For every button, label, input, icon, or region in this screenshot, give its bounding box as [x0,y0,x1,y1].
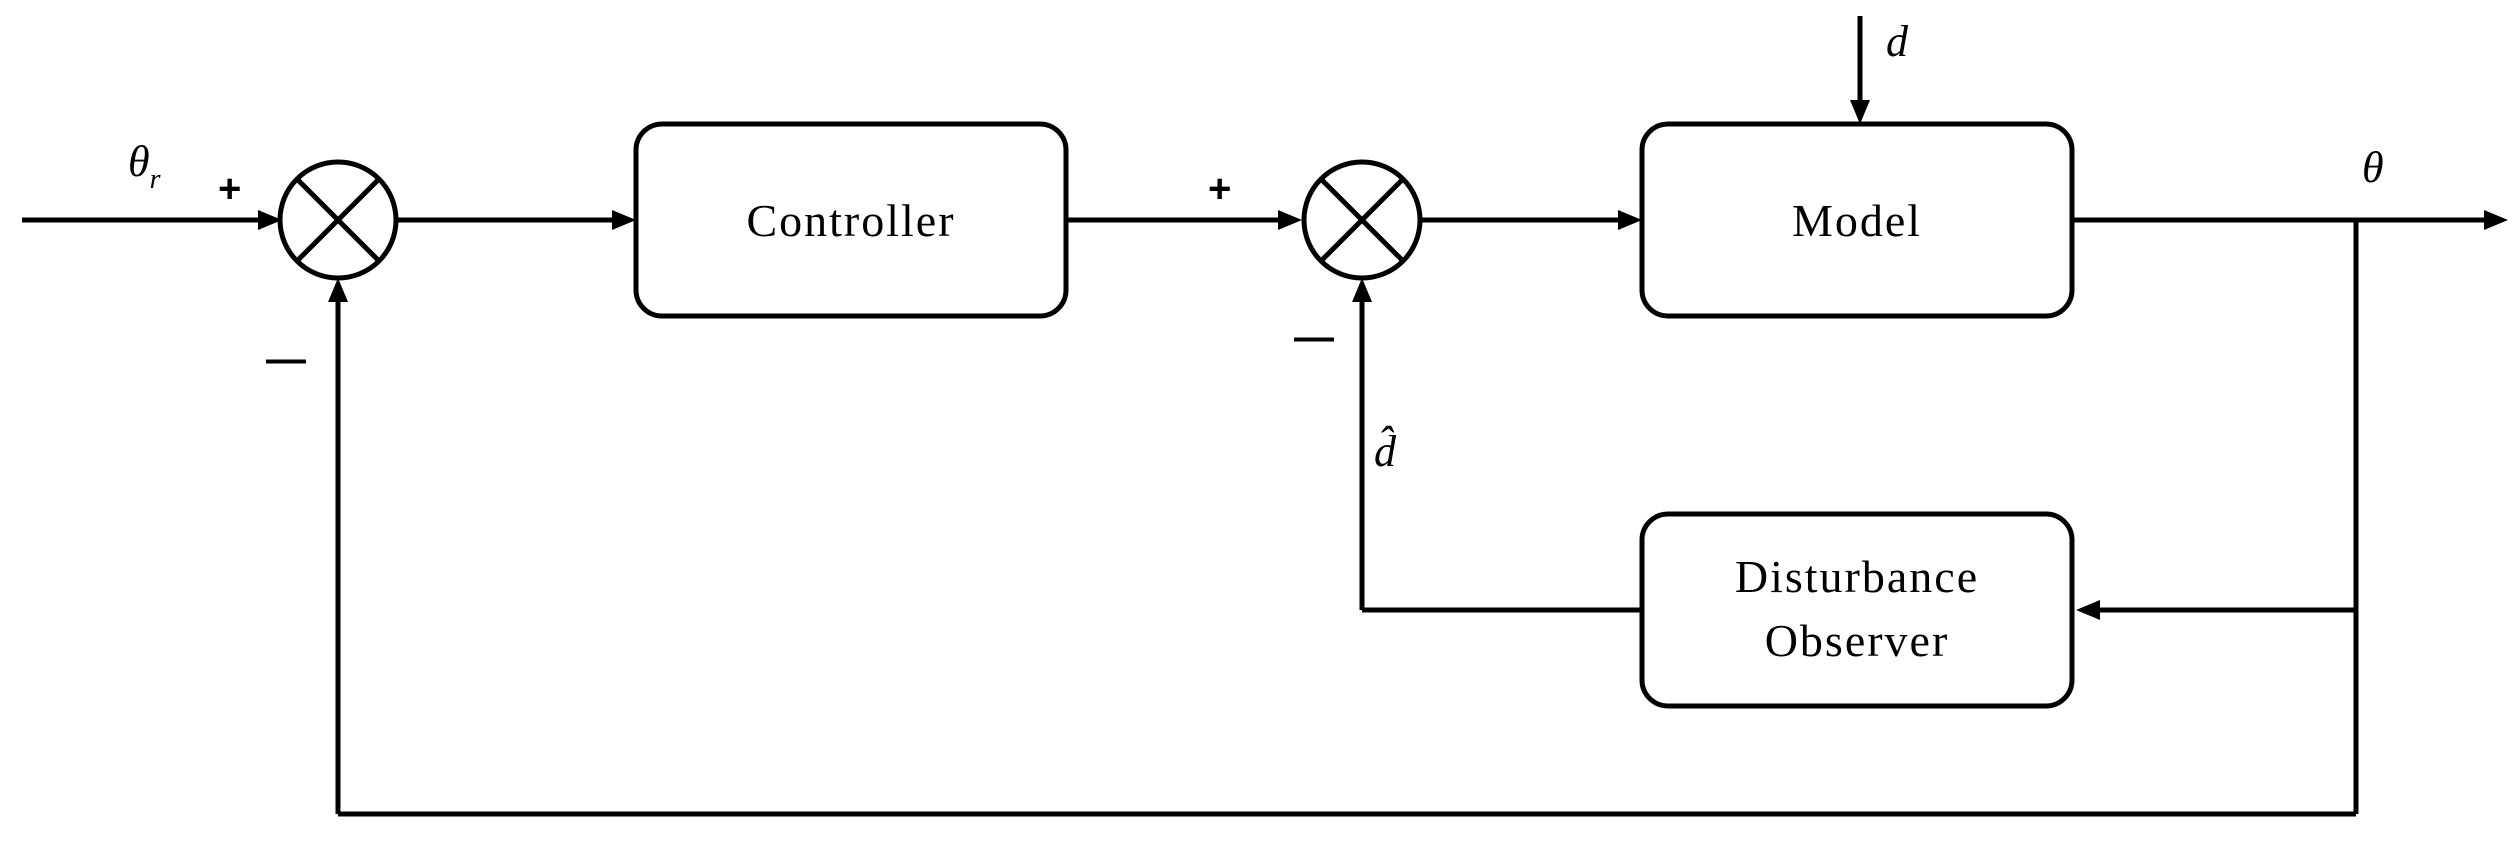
disturbance-signal-label: d [1886,17,1909,66]
output-signal-label: θ [2362,143,2384,192]
sum2-feedback-arrowhead [1352,278,1372,302]
controller-label: Controller [746,195,955,246]
controller-input-arrowhead [612,210,636,230]
sum1-minus-sign: — [266,337,306,381]
model-input-arrowhead [1618,210,1642,230]
model-label: Model [1792,195,1922,246]
observer-label-line2: Observer [1765,615,1950,666]
reference-input-arrowhead [258,210,282,230]
sum1-plus-sign: + [218,167,241,211]
sum2-plus-sign: + [1208,167,1231,211]
sum2-minus-sign: — [1294,315,1334,359]
reference-signal-label: θr [128,137,161,195]
observer-input-arrowhead [2076,600,2100,620]
summing-junction-1 [277,159,399,281]
output-arrowhead [2484,210,2508,230]
sum2-input-arrowhead [1278,210,1302,230]
sum1-feedback-arrowhead [328,278,348,302]
summing-junction-2 [1301,159,1423,281]
disturbance-estimate-label: d̂ [1374,426,1397,476]
disturbance-arrowhead [1850,100,1870,124]
disturbance-observer-block [1639,511,2075,709]
observer-label-line1: Disturbance [1735,551,1979,602]
